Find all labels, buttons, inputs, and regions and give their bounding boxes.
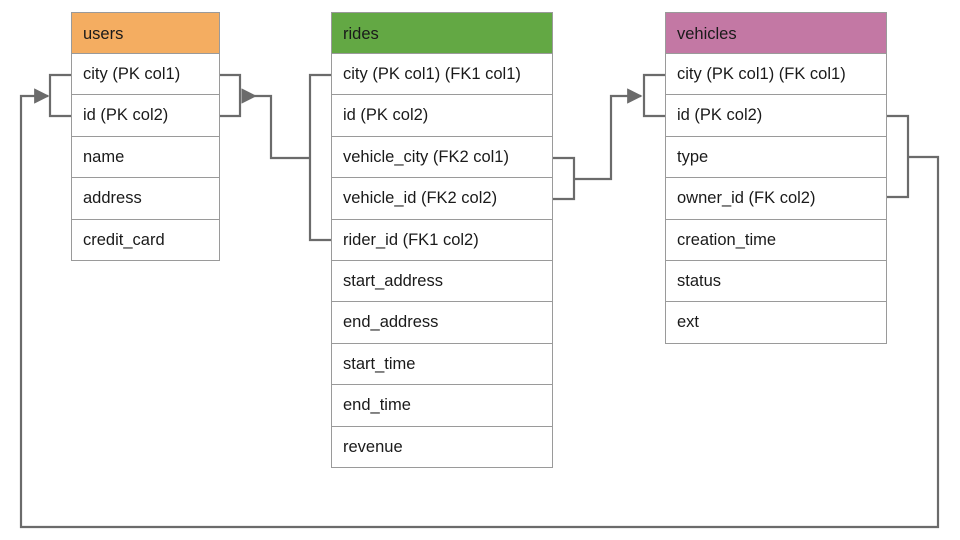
column-vehicles-ext[interactable]: ext [665,302,887,344]
vehicles-left-bracket [642,73,665,118]
column-rides-vehicle-id[interactable]: vehicle_id (FK2 col2) [331,178,553,220]
entity-vehicles-header: vehicles [665,12,887,54]
entity-vehicles[interactable]: vehicles city (PK col1) (FK col1) id (PK… [665,12,887,344]
column-rides-start-time[interactable]: start_time [331,343,553,386]
column-users-name[interactable]: name [71,136,220,179]
rides-right-bracket [553,156,576,201]
column-users-credit-card[interactable]: credit_card [71,219,220,261]
vehicles-right-bracket [887,114,910,199]
column-vehicles-type[interactable]: type [665,136,887,179]
column-rides-rider-id[interactable]: rider_id (FK1 col2) [331,219,553,261]
column-rides-end-address[interactable]: end_address [331,302,553,344]
column-vehicles-owner-id[interactable]: owner_id (FK col2) [665,178,887,220]
column-vehicles-creation-time[interactable]: creation_time [665,219,887,261]
entity-rides-header: rides [331,12,553,54]
column-vehicles-city[interactable]: city (PK col1) (FK col1) [665,54,887,96]
column-rides-vehicle-city[interactable]: vehicle_city (FK2 col1) [331,136,553,179]
users-right-bracket [220,73,242,118]
column-users-id[interactable]: id (PK col2) [71,95,220,137]
rides-fk2-to-vehicles-line [574,88,643,181]
rides-fk1-to-users-line [241,88,310,160]
entity-users-header: users [71,12,220,54]
column-vehicles-status[interactable]: status [665,260,887,303]
column-vehicles-id[interactable]: id (PK col2) [665,95,887,137]
column-rides-start-address[interactable]: start_address [331,260,553,303]
column-rides-id[interactable]: id (PK col2) [331,95,553,137]
users-left-bracket [48,73,71,118]
column-users-city[interactable]: city (PK col1) [71,54,220,96]
column-rides-city[interactable]: city (PK col1) (FK1 col1) [331,54,553,96]
entity-rides[interactable]: rides city (PK col1) (FK1 col1) id (PK c… [331,12,553,468]
entity-users[interactable]: users city (PK col1) id (PK col2) name a… [71,12,220,261]
column-users-address[interactable]: address [71,178,220,220]
rides-left-bracket [308,73,331,242]
column-rides-revenue[interactable]: revenue [331,426,553,468]
column-rides-end-time[interactable]: end_time [331,385,553,427]
